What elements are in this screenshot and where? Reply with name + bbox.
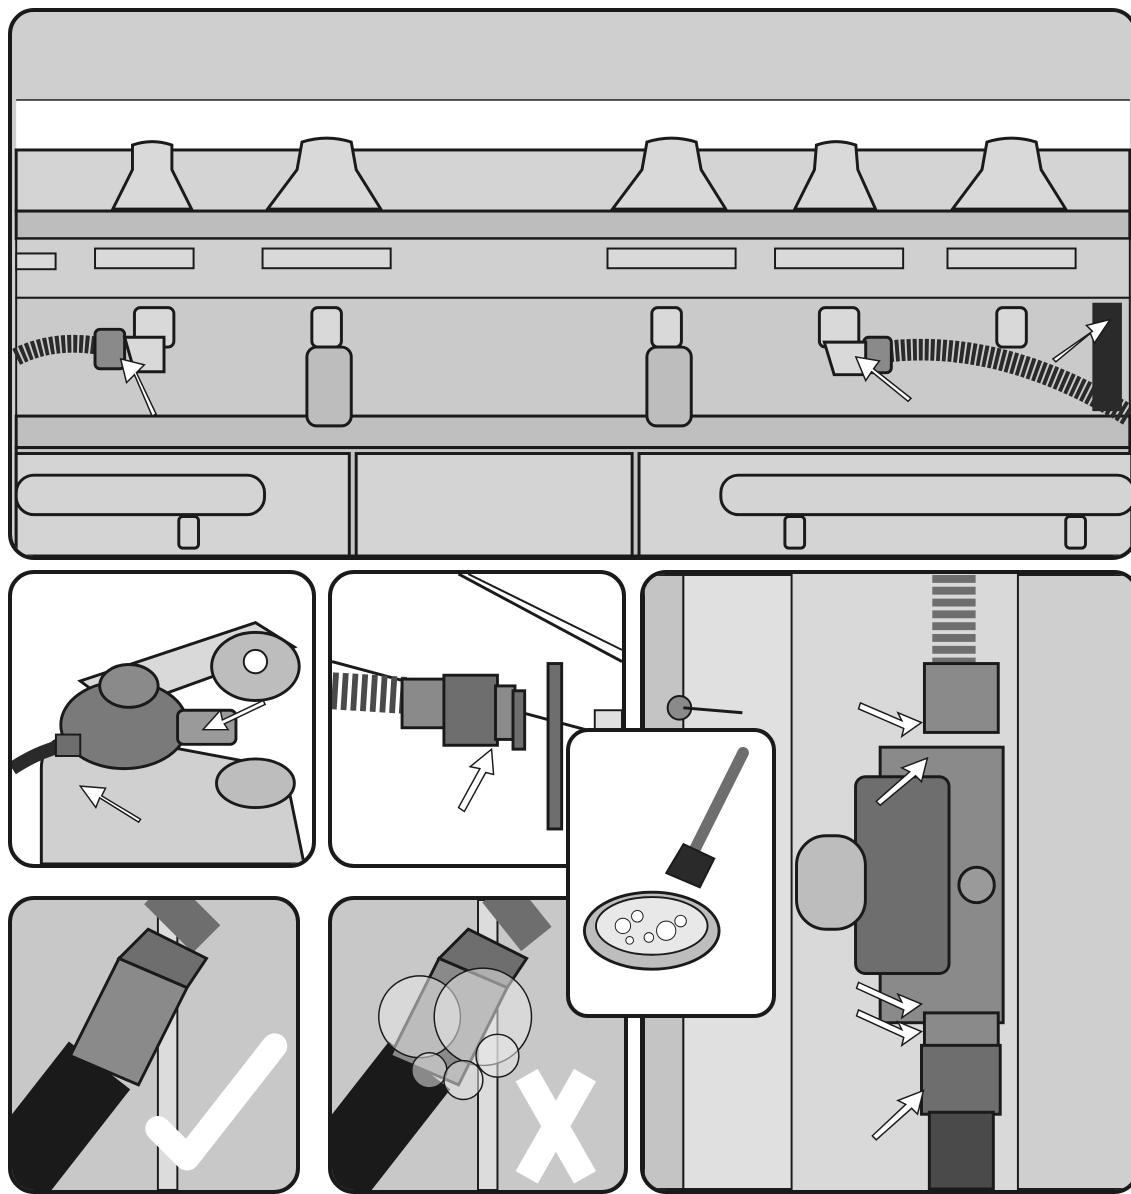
hob-underside-drawing [12,12,1131,556]
arrow-icon [459,749,494,811]
soapy-water-drawing [570,732,772,1014]
no-leak-panel [8,896,300,1194]
regulator-panel [8,570,316,868]
cross-mark-icon [527,1075,585,1177]
arrow-icon [872,1091,923,1140]
no-leak-drawing [12,900,296,1190]
gas-hose [12,1065,100,1189]
brush-bristles [666,844,714,887]
brush-handle [695,753,743,849]
soapy-water-inset [566,728,776,1018]
hob-underside-panel [8,8,1131,560]
regulator-drawing [12,574,312,864]
hose-corrugated [332,691,410,696]
arrow-icon [859,703,922,736]
gas-hose [332,1065,420,1190]
